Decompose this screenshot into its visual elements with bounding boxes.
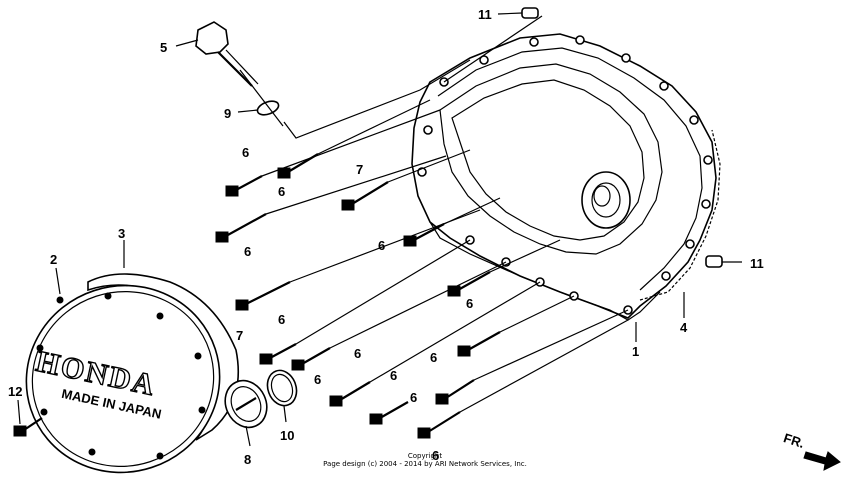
dipstick-part — [195, 21, 259, 87]
reference-lines — [239, 15, 629, 413]
bolt — [435, 379, 475, 405]
callout-6-l: 6 — [432, 448, 439, 463]
o-ring-part — [266, 369, 298, 407]
callout-labels: 11 5 9 6 6 7 6 6 3 2 11 6 4 7 6 1 6 6 6 … — [8, 7, 764, 467]
callout-5: 5 — [160, 40, 167, 55]
callout-4: 4 — [680, 320, 688, 335]
callout-9: 9 — [224, 106, 231, 121]
copyright-notice: Copyright Page design (c) 2004 - 2014 by… — [323, 452, 527, 468]
crankcase-cover-part — [411, 33, 717, 321]
bolt — [291, 347, 331, 371]
callout-6-a: 6 — [242, 145, 249, 160]
callout-7-a: 7 — [356, 162, 363, 177]
callout-10: 10 — [280, 428, 294, 443]
bolt — [13, 417, 43, 437]
callout-1: 1 — [632, 344, 639, 359]
callout-6-d: 6 — [378, 238, 385, 253]
filler-cap-part — [224, 379, 268, 429]
dowel-pin-upper-part — [521, 7, 539, 19]
callout-11-upper: 11 — [478, 7, 492, 22]
bolt — [447, 271, 491, 297]
dowel-pin-lower-part — [705, 255, 723, 268]
copyright-line-2: Page design (c) 2004 - 2014 by ARI Netwo… — [323, 460, 527, 468]
callout-2: 2 — [50, 252, 57, 267]
callout-12: 12 — [8, 384, 22, 399]
callout-6-k: 6 — [410, 390, 417, 405]
callout-6-j: 6 — [390, 368, 397, 383]
callout-8: 8 — [244, 452, 251, 467]
callout-6-g: 6 — [430, 350, 437, 365]
bolts-group — [13, 153, 501, 439]
outer-cover-part: HONDA MADE IN JAPAN — [25, 284, 221, 474]
callout-3: 3 — [118, 226, 125, 241]
callout-6-c: 6 — [244, 244, 251, 259]
bolt — [417, 411, 461, 439]
bolt — [329, 381, 371, 407]
bolt — [225, 175, 263, 197]
gasket-part — [639, 129, 721, 301]
callout-6-h: 6 — [354, 346, 361, 361]
leader-lines — [17, 12, 742, 447]
front-direction-label: FR. — [782, 430, 807, 451]
callout-11-lower: 11 — [750, 256, 764, 271]
callout-6-i: 6 — [314, 372, 321, 387]
bolt — [369, 401, 409, 425]
dipstick-o-ring-part — [256, 100, 280, 116]
bolt — [215, 213, 267, 243]
bolt — [457, 331, 501, 357]
callout-6-f: 6 — [278, 312, 285, 327]
callout-6-b: 6 — [278, 184, 285, 199]
bolt — [259, 343, 297, 365]
bolt — [341, 181, 389, 211]
copyright-line-1: Copyright — [408, 452, 442, 460]
front-arrow-icon — [803, 451, 841, 471]
callout-6-e: 6 — [466, 296, 473, 311]
front-direction-indicator: FR. — [782, 430, 841, 471]
callout-7-b: 7 — [236, 328, 243, 343]
bolt — [235, 281, 291, 311]
